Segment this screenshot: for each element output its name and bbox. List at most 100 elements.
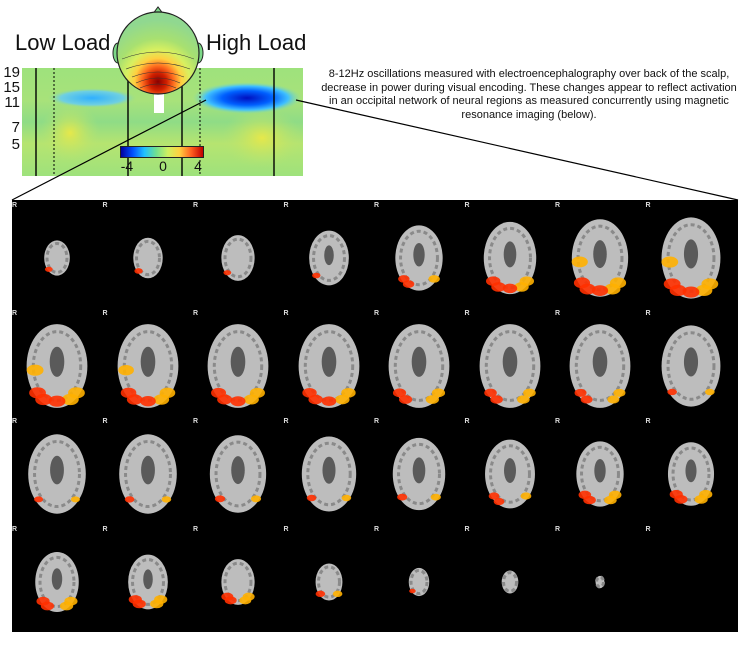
activation-cluster bbox=[397, 493, 408, 501]
activation-cluster bbox=[489, 395, 503, 404]
brain-slice bbox=[392, 437, 446, 511]
orientation-mark: R bbox=[555, 310, 561, 317]
y-tick-label: 15 bbox=[3, 79, 20, 96]
activation-cluster bbox=[44, 266, 53, 272]
orientation-mark: R bbox=[12, 310, 18, 317]
ventricle bbox=[142, 569, 153, 590]
brain-tissue bbox=[221, 235, 255, 281]
brain-slice bbox=[667, 442, 714, 506]
orientation-mark: R bbox=[193, 310, 199, 317]
ventricle bbox=[321, 346, 336, 377]
gray-matter-folds bbox=[409, 568, 429, 596]
activation-cluster bbox=[61, 393, 79, 406]
orientation-mark: R bbox=[283, 310, 289, 317]
mri-slice: R bbox=[193, 308, 283, 416]
activation-cluster bbox=[604, 495, 617, 505]
ventricle bbox=[140, 346, 155, 377]
mri-slice: R bbox=[193, 524, 283, 632]
mri-slice: R bbox=[12, 524, 102, 632]
brain-slice bbox=[221, 559, 255, 605]
activation-cluster bbox=[26, 364, 44, 376]
brain-slice bbox=[483, 221, 536, 295]
activation-cluster bbox=[483, 388, 497, 398]
ventricle bbox=[50, 455, 64, 485]
gray-matter-folds bbox=[501, 571, 518, 593]
orientation-mark: R bbox=[464, 202, 470, 209]
ventricle bbox=[49, 346, 65, 377]
activation-cluster bbox=[695, 284, 712, 297]
mri-slice: R bbox=[465, 308, 555, 416]
activation-cluster bbox=[513, 282, 529, 292]
y-tick-label: 19 bbox=[3, 64, 20, 81]
brain-slice bbox=[571, 219, 629, 297]
gray-matter-folds bbox=[393, 330, 445, 402]
orientation-mark: R bbox=[645, 202, 651, 209]
gray-matter-folds bbox=[484, 330, 535, 402]
activation-cluster bbox=[230, 396, 246, 407]
brain-slice bbox=[298, 324, 359, 408]
activation-cluster bbox=[149, 599, 163, 609]
orientation-mark: R bbox=[102, 526, 108, 533]
activation-cluster bbox=[574, 388, 587, 397]
orientation-mark: R bbox=[464, 310, 470, 317]
activation-cluster bbox=[223, 270, 232, 276]
ventricle bbox=[412, 457, 426, 484]
mri-slice: R bbox=[103, 416, 193, 524]
activation-cluster bbox=[250, 495, 262, 503]
head-outline bbox=[116, 11, 200, 95]
activation-cluster bbox=[704, 388, 715, 396]
orientation-mark: R bbox=[555, 418, 561, 425]
ventricle bbox=[51, 568, 63, 590]
mri-slice: R bbox=[555, 524, 645, 632]
scalp-topography bbox=[112, 6, 204, 113]
orientation-mark: R bbox=[464, 418, 470, 425]
activation-cluster bbox=[694, 495, 708, 504]
y-tick-label: 5 bbox=[11, 136, 20, 153]
ventricle bbox=[683, 239, 698, 269]
mri-slice: R bbox=[284, 308, 374, 416]
mri-slice: R bbox=[374, 200, 464, 308]
activation-cluster bbox=[613, 388, 626, 397]
orientation-mark: R bbox=[283, 526, 289, 533]
brain-slice bbox=[209, 435, 267, 513]
ventricle bbox=[502, 346, 517, 377]
activation-cluster bbox=[321, 396, 336, 406]
orientation-mark: R bbox=[645, 418, 651, 425]
colorbar-max-label: 4 bbox=[194, 158, 202, 174]
brain-slice bbox=[595, 575, 605, 589]
orientation-mark: R bbox=[12, 418, 18, 425]
gray-matter-folds bbox=[305, 441, 352, 507]
activation-cluster bbox=[243, 394, 259, 405]
activation-cluster bbox=[392, 388, 407, 398]
activation-cluster bbox=[682, 286, 699, 298]
ventricle bbox=[684, 459, 697, 483]
activation-cluster bbox=[139, 395, 156, 407]
contour-line bbox=[139, 83, 177, 89]
brain-slice bbox=[395, 225, 443, 291]
brain-slice bbox=[35, 552, 79, 612]
ventricle bbox=[413, 242, 425, 267]
mri-slice: R bbox=[646, 308, 736, 416]
activation-cluster bbox=[430, 493, 441, 501]
brain-slice bbox=[44, 240, 70, 276]
orientation-mark: R bbox=[193, 526, 199, 533]
gray-matter-folds bbox=[223, 237, 253, 279]
orientation-mark: R bbox=[555, 202, 561, 209]
brain-slice bbox=[660, 217, 720, 299]
mri-slice: R bbox=[284, 416, 374, 524]
activation-cluster bbox=[583, 495, 596, 505]
activation-cluster bbox=[607, 395, 620, 404]
mri-slice: R bbox=[646, 200, 736, 308]
mri-slice: R bbox=[103, 524, 193, 632]
orientation-mark: R bbox=[374, 418, 380, 425]
activation-cluster bbox=[332, 590, 342, 598]
activation-cluster bbox=[224, 596, 237, 605]
y-tick-label: 7 bbox=[11, 119, 20, 136]
gray-matter-folds bbox=[38, 555, 76, 609]
activation-cluster bbox=[341, 494, 351, 502]
orientation-mark: R bbox=[102, 418, 108, 425]
mri-slice: R bbox=[374, 416, 464, 524]
orientation-mark: R bbox=[193, 418, 199, 425]
activation-cluster bbox=[580, 395, 593, 404]
gray-matter-folds bbox=[671, 446, 710, 502]
